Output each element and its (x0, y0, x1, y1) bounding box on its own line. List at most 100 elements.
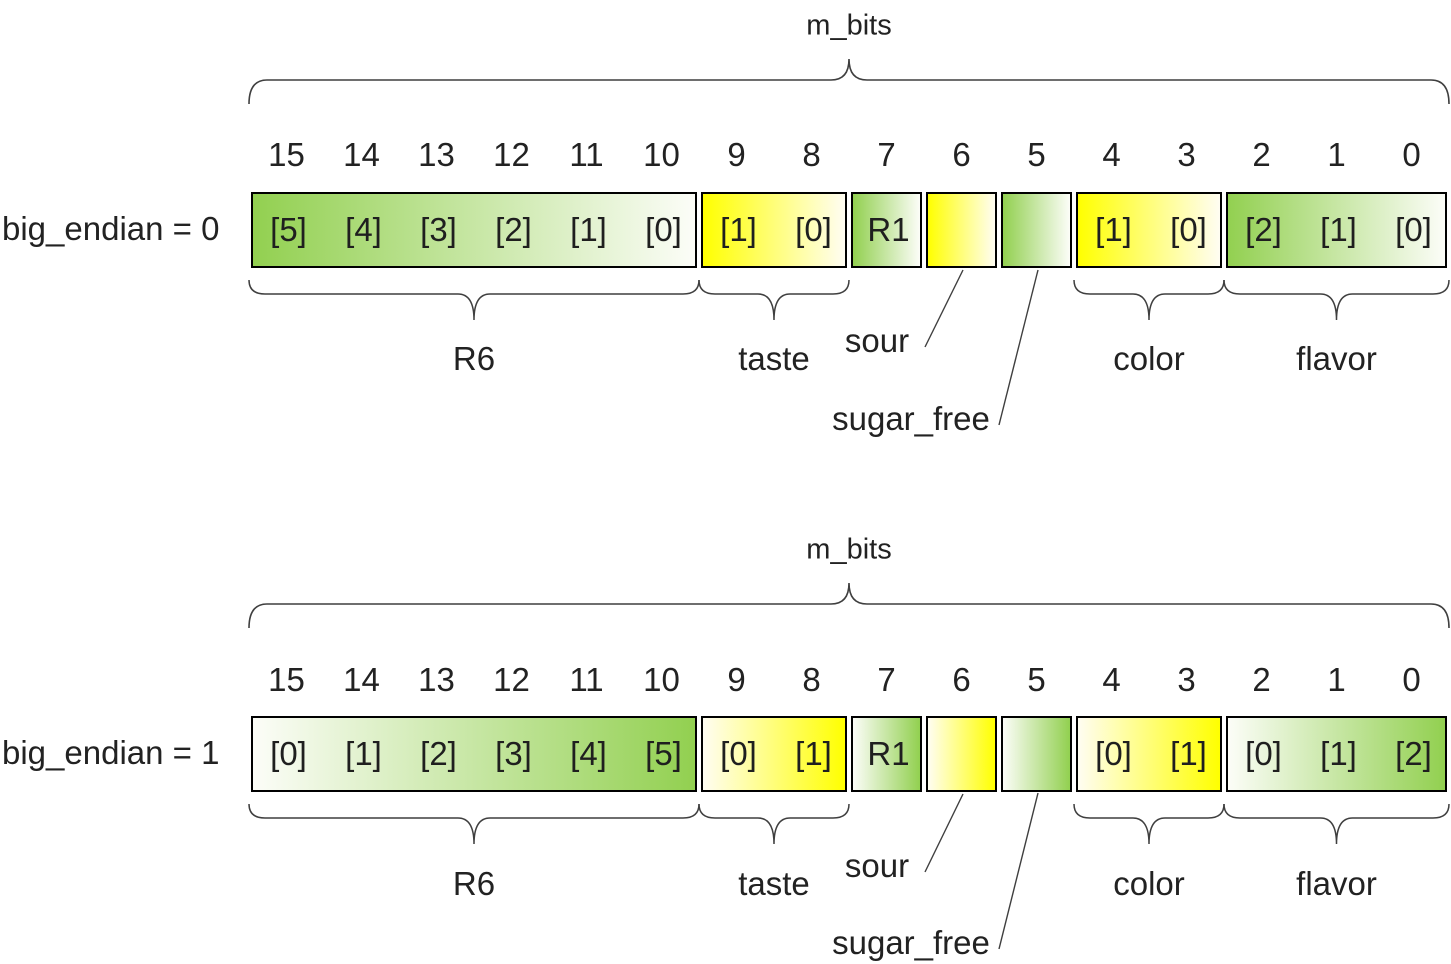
register-field-sugar_free (1001, 716, 1072, 792)
cell-label-R6-5: [5] (645, 735, 682, 772)
bit-number-10: 10 (643, 661, 680, 698)
field-underbrace-color (1073, 803, 1225, 845)
field-label-flavor: flavor (1296, 340, 1377, 377)
cell-label-R6-1: [1] (345, 735, 382, 772)
field-label-taste: taste (738, 340, 810, 377)
cell-label-R1-0: R1 (867, 211, 910, 248)
bit-number-12: 12 (493, 661, 530, 698)
field-label-flavor: flavor (1296, 865, 1377, 902)
cell-label-R6-1: [4] (345, 211, 382, 248)
register-field-flavor: [0] [1] [2] (1226, 716, 1447, 792)
side-label-big-endian: big_endian = 1 (2, 734, 220, 771)
bit-number-8: 8 (802, 661, 821, 698)
bit-number-4: 4 (1102, 136, 1121, 173)
bit-number-7: 7 (877, 661, 896, 698)
bit-number-7: 7 (877, 136, 896, 173)
register-field-R1: R1 (851, 716, 922, 792)
bit-number-2: 2 (1252, 661, 1271, 698)
cell-label-taste-1: [0] (795, 211, 832, 248)
bit-number-11: 11 (569, 661, 604, 698)
register-field-color: [1] [0] (1076, 192, 1222, 268)
field-label-color: color (1113, 865, 1185, 902)
bit-number-3: 3 (1177, 136, 1196, 173)
cell-label-flavor-0: [2] (1245, 211, 1282, 248)
field-label-sugar_free: sugar_free (832, 400, 990, 437)
bit-number-5: 5 (1027, 661, 1046, 698)
cell-label-R6-3: [2] (495, 211, 532, 248)
bit-number-6: 6 (952, 136, 971, 173)
bit-number-8: 8 (802, 136, 821, 173)
cell-label-R1-0: R1 (867, 735, 910, 772)
bit-number-14: 14 (343, 136, 380, 173)
cell-label-color-1: [1] (1170, 735, 1207, 772)
cell-label-R6-0: [0] (270, 735, 307, 772)
bit-number-15: 15 (268, 136, 305, 173)
bit-number-1: 1 (1327, 136, 1346, 173)
register-field-taste: [1] [0] (701, 192, 847, 268)
cell-label-R6-4: [1] (570, 211, 607, 248)
cell-label-color-0: [0] (1095, 735, 1132, 772)
cell-label-taste-1: [1] (795, 735, 832, 772)
cell-label-R6-4: [4] (570, 735, 607, 772)
bit-number-9: 9 (727, 136, 746, 173)
field-underbrace-flavor (1223, 803, 1450, 845)
field-underbrace-R6 (248, 803, 700, 845)
bit-number-5: 5 (1027, 136, 1046, 173)
bit-number-15: 15 (268, 661, 305, 698)
bit-number-10: 10 (643, 136, 680, 173)
bit-number-3: 3 (1177, 661, 1196, 698)
bit-number-13: 13 (418, 661, 455, 698)
m-bits-overbrace (248, 582, 1450, 629)
bit-number-12: 12 (493, 136, 530, 173)
pointer-line-sour (924, 793, 964, 873)
cell-label-R6-3: [3] (495, 735, 532, 772)
cell-label-flavor-2: [0] (1395, 211, 1432, 248)
bit-number-11: 11 (569, 136, 604, 173)
field-label-taste: taste (738, 865, 810, 902)
field-label-sour: sour (844, 322, 910, 359)
cell-label-flavor-0: [0] (1245, 735, 1282, 772)
bit-number-14: 14 (343, 661, 380, 698)
field-label-R6: R6 (452, 865, 496, 902)
cell-label-R6-2: [3] (420, 211, 457, 248)
field-label-R6: R6 (452, 340, 496, 377)
bit-number-13: 13 (418, 136, 455, 173)
bit-number-9: 9 (727, 661, 746, 698)
field-label-sour: sour (844, 847, 910, 884)
register-field-R6: [0] [1] [2] [3] [4] [5] (251, 716, 697, 792)
cell-label-taste-0: [0] (720, 735, 757, 772)
bit-number-0: 0 (1402, 661, 1421, 698)
register-field-sugar_free (1001, 192, 1072, 268)
register-field-R6: [5] [4] [3] [2] [1] [0] (251, 192, 697, 268)
pointer-line-sugar_free (998, 792, 1039, 950)
cell-label-flavor-1: [1] (1320, 211, 1357, 248)
bit-number-2: 2 (1252, 136, 1271, 173)
side-label-big-endian: big_endian = 0 (2, 210, 220, 247)
cell-label-R6-0: [5] (270, 211, 307, 248)
cell-label-R6-5: [0] (645, 211, 682, 248)
field-label-sugar_free: sugar_free (832, 924, 990, 961)
cell-label-R6-2: [2] (420, 735, 457, 772)
m-bits-label: m_bits (806, 533, 892, 566)
field-underbrace-taste (698, 803, 850, 845)
cell-label-taste-0: [1] (720, 211, 757, 248)
register-field-taste: [0] [1] (701, 716, 847, 792)
register-field-sour (926, 716, 997, 792)
bit-number-0: 0 (1402, 136, 1421, 173)
bit-number-1: 1 (1327, 661, 1346, 698)
register-field-color: [0] [1] (1076, 716, 1222, 792)
bit-number-6: 6 (952, 661, 971, 698)
cell-label-color-0: [1] (1095, 211, 1132, 248)
cell-label-color-1: [0] (1170, 211, 1207, 248)
cell-label-flavor-2: [2] (1395, 735, 1432, 772)
m-bits-label: m_bits (806, 9, 892, 42)
bit-number-4: 4 (1102, 661, 1121, 698)
cell-label-flavor-1: [1] (1320, 735, 1357, 772)
register-field-flavor: [2] [1] [0] (1226, 192, 1447, 268)
field-label-color: color (1113, 340, 1185, 377)
register-field-R1: R1 (851, 192, 922, 268)
